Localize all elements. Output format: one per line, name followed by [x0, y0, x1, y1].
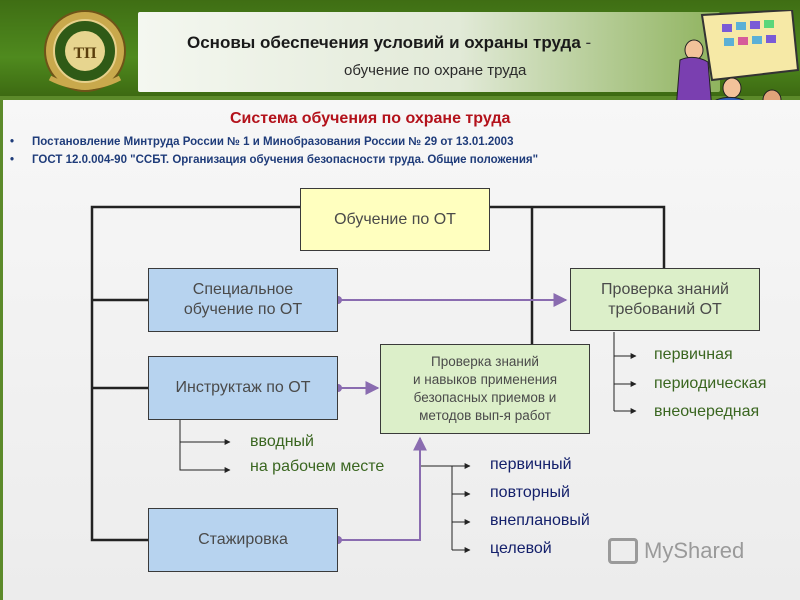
special-training-box: Специальное обучение по ОТ — [148, 268, 338, 332]
svg-text:ТП: ТП — [73, 45, 97, 62]
page-subtitle: обучение по охране труда — [344, 62, 527, 79]
system-title: Система обучения по охране труда — [230, 110, 511, 127]
watermark: MyShared — [608, 538, 744, 564]
check-type-periodic: периодическая — [654, 375, 767, 392]
header-panel — [138, 12, 720, 92]
briefing-type-workplace: на рабочем месте — [250, 458, 385, 475]
check-type-primary: первичная — [654, 346, 733, 363]
skills-check-box: Проверка знаний и навыков применения без… — [380, 344, 590, 434]
training-box: Обучение по ОТ — [300, 188, 490, 251]
check-type-extraordinary: внеочередная — [654, 403, 760, 420]
briefing-type-targeted: целевой — [490, 540, 552, 557]
myshared-logo-icon — [608, 538, 638, 564]
university-seal-icon: ТП — [44, 10, 126, 92]
briefing-type-introductory: вводный — [250, 433, 314, 450]
briefing-type-initial: первичный — [490, 456, 572, 473]
page-title: Основы обеспечения условий и охраны труд… — [187, 33, 592, 52]
briefing-box: Инструктаж по ОТ — [148, 356, 338, 420]
internship-box: Стажировка — [148, 508, 338, 572]
briefing-type-repeat: повторный — [490, 484, 570, 501]
knowledge-check-box: Проверка знаний требований ОТ — [570, 268, 760, 331]
bullet-resolution: •Постановление Минтруда России № 1 и Мин… — [10, 136, 514, 148]
bullet-gost: •ГОСТ 12.0.004-90 "ССБТ. Организация обу… — [10, 154, 539, 166]
briefing-type-unscheduled: внеплановый — [490, 512, 590, 529]
